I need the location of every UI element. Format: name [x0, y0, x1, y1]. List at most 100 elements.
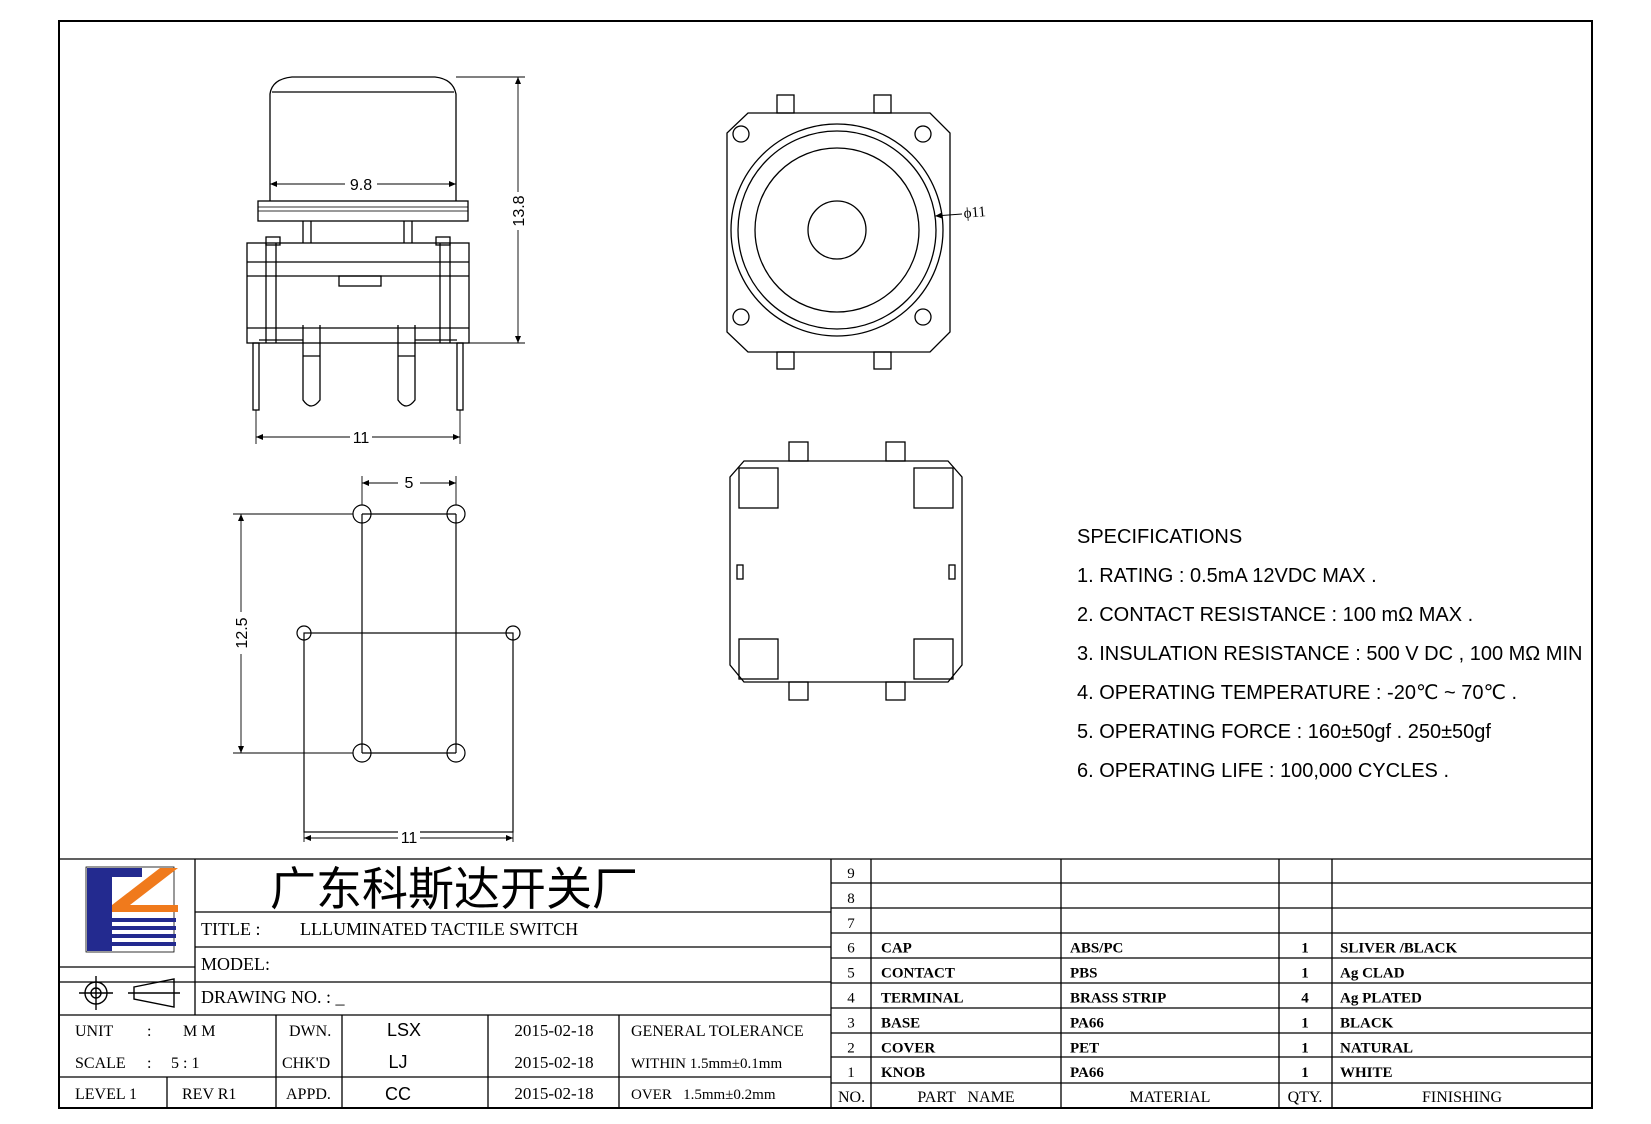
- bom-cell-no: 4: [847, 991, 855, 1007]
- led-window: [807, 200, 867, 260]
- rev-value: REV R1: [182, 1086, 236, 1103]
- bom-cell-qty: 1: [1301, 941, 1309, 957]
- sheet-border: [58, 20, 1593, 1109]
- scale-colon: :: [147, 1055, 151, 1072]
- level-value: LEVEL 1: [75, 1086, 137, 1103]
- chk-label: CHK'D: [282, 1055, 330, 1072]
- dwn-name: LSX: [387, 1020, 421, 1040]
- unit-label: UNIT: [75, 1023, 113, 1040]
- housing: [246, 242, 470, 344]
- bom-cell-part: COVER: [881, 1040, 935, 1056]
- dim-row-spacing: 12.5: [234, 617, 251, 648]
- led-leg-left: [302, 325, 321, 407]
- bom-header-finishing: FINISHING: [1422, 1089, 1502, 1106]
- dwn-label: DWN.: [289, 1023, 331, 1040]
- spec-item: 6. OPERATING LIFE : 100,000 CYCLES .: [1077, 760, 1449, 782]
- bom-cell-finishing: SLIVER /BLACK: [1340, 941, 1457, 957]
- dim-cap-width: 9.8: [350, 177, 372, 194]
- top-view: [726, 94, 951, 370]
- bom-cell-finishing: WHITE: [1340, 1065, 1393, 1081]
- dim-height: 13.8: [511, 195, 528, 226]
- cap-ring-outer: [730, 123, 944, 337]
- bom-cell-qty: 4: [1301, 991, 1309, 1007]
- side-view: [246, 76, 470, 411]
- bom-cell-no: 8: [847, 891, 855, 907]
- bom-cell-no: 6: [847, 941, 855, 957]
- bom-cell-no: 2: [847, 1040, 855, 1056]
- bom-cell-part: KNOB: [881, 1065, 925, 1081]
- bom-cell-no: 9: [847, 866, 855, 882]
- title-label: TITLE :: [201, 919, 260, 939]
- company-name: 广东科斯达开关厂: [270, 864, 638, 915]
- appd-label: APPD.: [286, 1086, 331, 1103]
- bom-cell-material: BRASS STRIP: [1070, 991, 1166, 1007]
- footprint-dimensions: [233, 476, 514, 842]
- spec-item: 5. OPERATING FORCE : 160±50gf . 250±50gf: [1077, 721, 1491, 743]
- tolerance-heading: GENERAL TOLERANCE: [631, 1023, 804, 1040]
- pad-tl: [738, 467, 779, 509]
- company-logo: [85, 866, 178, 953]
- specifications: SPECIFICATIONS 1. RATING : 0.5mA 12VDC M…: [1077, 526, 1582, 782]
- top-view-body: [726, 112, 951, 353]
- cap-outline: [269, 76, 457, 201]
- bom-cell-finishing: NATURAL: [1340, 1040, 1413, 1056]
- pcb-footprint: [296, 504, 521, 833]
- bom-cell-part: TERMINAL: [881, 991, 964, 1007]
- drawing-no-label: DRAWING NO. : _: [201, 987, 346, 1007]
- spec-item: 2. CONTACT RESISTANCE : 100 mΩ MAX .: [1077, 604, 1473, 626]
- pad-br: [913, 638, 954, 680]
- bom-header-qty: QTY.: [1288, 1089, 1323, 1106]
- bom-cell-qty: 1: [1301, 1015, 1309, 1031]
- bom-cell-no: 5: [847, 966, 855, 982]
- bom-header-material: MATERIAL: [1130, 1089, 1211, 1106]
- led-leg-right: [397, 325, 416, 407]
- bom-cell-part: CAP: [881, 941, 912, 957]
- bom-cell-part: CONTACT: [881, 966, 955, 982]
- dim-footprint-width: 11: [401, 830, 418, 847]
- bom-cell-material: PA66: [1070, 1065, 1104, 1081]
- dim-cap-diameter: ϕ11: [963, 204, 987, 222]
- dwn-date: 2015-02-18: [514, 1021, 593, 1040]
- spec-heading: SPECIFICATIONS: [1077, 526, 1242, 548]
- title-value: LLLUMINATED TACTILE SWITCH: [300, 919, 578, 939]
- bom-cell-qty: 1: [1301, 1065, 1309, 1081]
- side-lead-left: [252, 342, 260, 411]
- scale-value: 5 : 1: [171, 1055, 199, 1072]
- appd-date: 2015-02-18: [514, 1084, 593, 1103]
- title-block-grid: [59, 858, 1592, 1108]
- chk-date: 2015-02-18: [514, 1053, 593, 1072]
- bom-cell-material: PET: [1070, 1040, 1099, 1056]
- appd-name: CC: [385, 1084, 411, 1104]
- bom-cell-material: ABS/PC: [1070, 941, 1123, 957]
- chk-name: LJ: [388, 1052, 407, 1072]
- bottom-view: [729, 441, 963, 701]
- bom-cell-no: 7: [847, 916, 855, 932]
- bottom-view-body: [729, 460, 963, 683]
- bom-cell-part: BASE: [881, 1015, 920, 1031]
- bom-cell-material: PA66: [1070, 1015, 1104, 1031]
- bom-cell-no: 3: [847, 1015, 855, 1031]
- bom-cell-qty: 1: [1301, 966, 1309, 982]
- bom-header-part-name: PART NAME: [917, 1089, 1014, 1106]
- bom-cell-finishing: BLACK: [1340, 1015, 1394, 1031]
- bom-cell-finishing: Ag PLATED: [1340, 991, 1422, 1007]
- bom-header-no: NO.: [838, 1089, 865, 1106]
- bom-header: NO. PART NAME MATERIAL QTY. FINISHING: [838, 1089, 1502, 1106]
- pad-bl: [738, 638, 779, 680]
- pad-tr: [913, 467, 954, 509]
- spec-item: 3. INSULATION RESISTANCE : 500 V DC , 10…: [1077, 643, 1582, 665]
- side-lead-right: [456, 342, 464, 411]
- projection-symbol-icon: [79, 976, 180, 1010]
- tolerance-over: OVER 1.5mm±0.2mm: [631, 1087, 776, 1103]
- dim-pitch: 5: [405, 475, 414, 492]
- dim-body-width: 11: [353, 430, 370, 447]
- bom-cell-material: PBS: [1070, 966, 1098, 982]
- bom-cell-finishing: Ag CLAD: [1340, 966, 1405, 982]
- bom-grid: [831, 859, 1592, 1108]
- bom-cell-qty: 1: [1301, 1040, 1309, 1056]
- side-view-dimensions: [255, 76, 525, 444]
- model-label: MODEL:: [201, 954, 270, 974]
- tolerance-within: WITHIN 1.5mm±0.1mm: [631, 1056, 782, 1072]
